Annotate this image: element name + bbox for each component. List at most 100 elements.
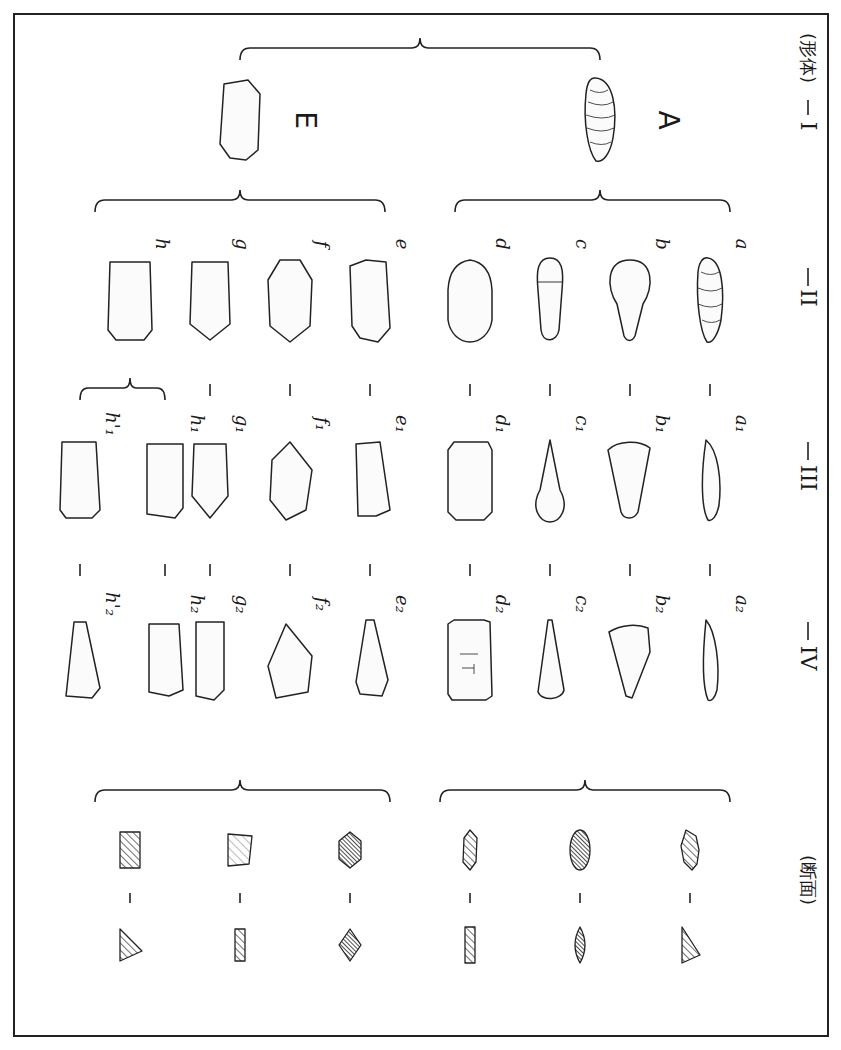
heading-label: (断面) bbox=[799, 855, 817, 905]
figure-label: f bbox=[313, 241, 331, 248]
link-dash bbox=[209, 564, 211, 576]
section-shape bbox=[228, 834, 252, 866]
section-shape bbox=[120, 832, 140, 868]
tool-outline bbox=[149, 624, 183, 696]
figure-label: g₂ bbox=[233, 595, 251, 614]
brace bbox=[95, 190, 385, 212]
brace bbox=[240, 38, 600, 60]
section-shape bbox=[339, 929, 361, 961]
tool-outline bbox=[585, 78, 615, 161]
tool-figure bbox=[448, 620, 492, 700]
link-dash bbox=[629, 564, 631, 576]
flake-scars bbox=[460, 654, 478, 674]
section-shape bbox=[682, 927, 700, 963]
figure-label: h'₁ bbox=[103, 412, 121, 436]
flake-scars bbox=[538, 282, 562, 283]
figure-label: b₂ bbox=[653, 595, 671, 614]
tool-outline bbox=[147, 444, 183, 518]
stage-number: IV bbox=[797, 646, 819, 671]
tool-outline bbox=[108, 262, 152, 340]
brace bbox=[455, 190, 730, 212]
link-dash bbox=[164, 564, 166, 576]
section-shape bbox=[120, 929, 142, 961]
link-dash bbox=[549, 384, 551, 396]
tool-outline bbox=[196, 622, 224, 700]
link-dash bbox=[369, 564, 371, 576]
stage-number: III bbox=[797, 465, 819, 491]
figure-label: a bbox=[733, 239, 751, 250]
tool-outline bbox=[66, 622, 100, 698]
tool-outline bbox=[270, 442, 312, 520]
figure-label: d₂ bbox=[493, 595, 511, 614]
link-dash bbox=[209, 384, 211, 396]
figure-label: h₂ bbox=[188, 595, 206, 614]
type-letter: E bbox=[291, 111, 319, 129]
stage-number: I bbox=[797, 122, 819, 131]
link-dash bbox=[289, 564, 291, 576]
tool-outline bbox=[609, 625, 650, 698]
link-dash bbox=[129, 893, 131, 903]
tool-outline bbox=[608, 442, 650, 518]
link-dash bbox=[629, 384, 631, 396]
section-shape bbox=[463, 830, 477, 870]
stage-number: II bbox=[797, 289, 819, 306]
tool-outline bbox=[268, 624, 312, 698]
figure-label: h'₂ bbox=[103, 592, 121, 616]
tool-outline bbox=[538, 620, 564, 699]
link-dash bbox=[579, 893, 581, 903]
tool-figure bbox=[697, 258, 722, 342]
stage-dash bbox=[807, 622, 809, 640]
section-shape bbox=[235, 929, 245, 961]
figure-label: b bbox=[653, 238, 671, 250]
braces bbox=[80, 38, 730, 802]
flake-scars bbox=[698, 272, 722, 323]
cross-sections bbox=[120, 830, 700, 963]
tool-outline bbox=[537, 258, 562, 340]
tool-outline bbox=[448, 442, 492, 520]
flake-scars bbox=[586, 90, 615, 145]
section-shape bbox=[681, 830, 699, 870]
tool-outline bbox=[448, 260, 492, 342]
link-dash bbox=[469, 384, 471, 396]
tool-figure bbox=[537, 258, 562, 340]
figure-label: e bbox=[393, 239, 411, 250]
tool-outline bbox=[536, 440, 564, 522]
figure-label: a₁ bbox=[733, 415, 751, 433]
link-dash bbox=[469, 893, 471, 903]
figure-label: c bbox=[573, 239, 591, 249]
tool-outline bbox=[697, 258, 722, 342]
stage-links bbox=[80, 384, 710, 903]
stage-marks bbox=[807, 100, 809, 640]
tool-figures bbox=[60, 78, 723, 701]
tool-outline bbox=[220, 80, 260, 160]
tool-outline bbox=[610, 260, 650, 341]
figure-label: h₁ bbox=[188, 415, 206, 434]
tool-outline bbox=[192, 444, 228, 518]
link-dash bbox=[689, 893, 691, 903]
brace bbox=[440, 780, 730, 802]
figure-label: g bbox=[233, 238, 251, 250]
figure-label: c₂ bbox=[573, 595, 591, 612]
tool-outline bbox=[268, 260, 312, 342]
section-shape bbox=[570, 830, 590, 870]
figure-label: d bbox=[493, 238, 511, 250]
link-dash bbox=[709, 384, 711, 396]
link-dash bbox=[79, 564, 81, 576]
figure-label: b₁ bbox=[653, 415, 671, 434]
link-dash bbox=[469, 564, 471, 576]
tool-figure bbox=[585, 78, 615, 161]
figure-label: h bbox=[153, 238, 171, 250]
frame bbox=[14, 14, 828, 1036]
figure-label: d₁ bbox=[493, 415, 511, 434]
section-shape bbox=[339, 832, 361, 868]
tool-outline bbox=[704, 620, 718, 701]
figure-label: c₁ bbox=[573, 415, 591, 432]
figure-label: f₁ bbox=[313, 417, 331, 431]
link-dash bbox=[289, 384, 291, 396]
tool-outline bbox=[190, 262, 230, 340]
stage-dash bbox=[807, 268, 809, 286]
tool-outline bbox=[60, 442, 100, 518]
tool-outline bbox=[448, 620, 492, 700]
